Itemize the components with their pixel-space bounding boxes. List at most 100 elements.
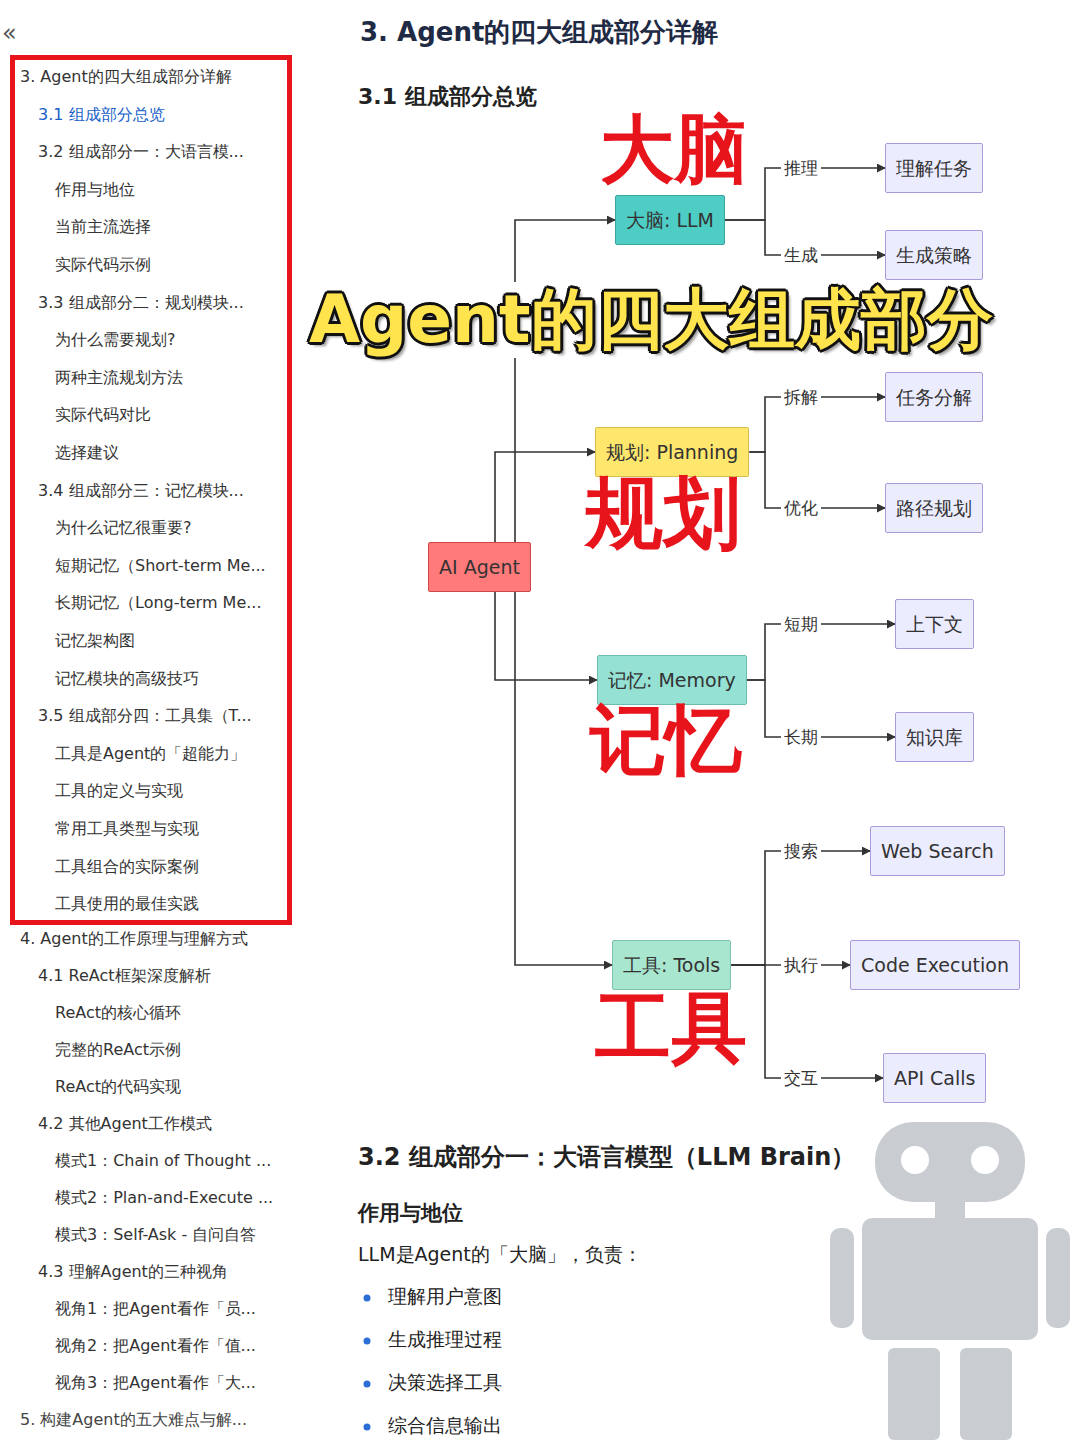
box-label: 理解任务	[896, 155, 972, 181]
toc-entry: 4. Agent的工作原理与理解方式	[20, 929, 248, 949]
mindmap-box: 任务分解	[885, 372, 983, 422]
page-title: 3. Agent的四大组成部分详解	[360, 16, 718, 49]
toc-entry: ReAct的代码实现	[55, 1077, 181, 1097]
toc-entry: 当前主流选择	[55, 216, 151, 238]
box-label: 路径规划	[896, 495, 972, 521]
toc-entry: 工具使用的最佳实践	[55, 893, 199, 915]
bullet-dot	[364, 1424, 371, 1431]
box-label: 工具: Tools	[623, 952, 720, 978]
edge-label: 生成	[781, 245, 821, 265]
robot-leg	[960, 1348, 1012, 1440]
overlay-callout: 规划	[585, 474, 741, 552]
robot-body	[862, 1218, 1038, 1340]
toc-entry: 记忆模块的高级技巧	[55, 668, 199, 690]
toc-entry: 长期记忆（Long-term Me...	[55, 592, 261, 614]
bullet-text: 决策选择工具	[388, 1371, 502, 1395]
connector	[495, 452, 595, 542]
edge-label: 搜索	[781, 841, 821, 861]
robot-figure	[830, 1122, 1070, 1440]
toc-entry: 实际代码示例	[55, 254, 151, 276]
toc-entry: 为什么记忆很重要?	[55, 517, 192, 539]
toc-entry: 为什么需要规划?	[55, 329, 176, 351]
box-label: 记忆: Memory	[608, 667, 736, 693]
toc-entry: 视角3：把Agent看作「大...	[55, 1373, 256, 1393]
overlay-callout: 大脑	[600, 112, 748, 186]
toc-entry: 两种主流规划方法	[55, 367, 183, 389]
box-label: 规划: Planning	[606, 439, 738, 465]
edge-label: 优化	[781, 498, 821, 518]
box-label: 生成策略	[896, 242, 972, 268]
sub-heading: 作用与地位	[358, 1200, 463, 1226]
toc-entry: 3.4 组成部分三：记忆模块...	[38, 480, 244, 502]
bullet-dot	[364, 1381, 371, 1388]
box-label: AI Agent	[439, 554, 520, 580]
edge-label: 拆解	[781, 387, 821, 407]
robot-eye	[971, 1146, 999, 1174]
robot-eye	[901, 1146, 929, 1174]
mindmap-box: AI Agent	[428, 542, 531, 592]
overlay-callout: 记忆	[590, 702, 742, 778]
toc-entry: 4.3 理解Agent的三种视角	[38, 1262, 228, 1282]
mindmap-box: 上下文	[895, 599, 974, 649]
robot-arm	[1046, 1228, 1070, 1328]
toc-entry: 视角2：把Agent看作「值...	[55, 1336, 256, 1356]
mindmap-box: Web Search	[870, 826, 1005, 876]
mindmap-box: 规划: Planning	[595, 427, 749, 477]
toc-entry: 完整的ReAct示例	[55, 1040, 181, 1060]
edge-label: 短期	[781, 614, 821, 634]
toc-entry: 实际代码对比	[55, 404, 151, 426]
banner-title: Agent的四大组成部分	[305, 282, 997, 358]
mindmap-box: 生成策略	[885, 230, 983, 280]
box-label: Code Execution	[861, 952, 1009, 978]
toc-entry: 4.2 其他Agent工作模式	[38, 1114, 212, 1134]
toc-entry: 3.1 组成部分总览	[38, 104, 165, 126]
toc-entry: 3. Agent的四大组成部分详解	[20, 66, 232, 88]
bullet-dot	[364, 1338, 371, 1345]
toc-entry: 3.2 组成部分一：大语言模...	[38, 141, 244, 163]
box-label: 上下文	[906, 611, 963, 637]
toc-entry: 工具的定义与实现	[55, 780, 183, 802]
bullet-text: 生成推理过程	[388, 1328, 502, 1352]
toc-entry: 5. 构建Agent的五大难点与解...	[20, 1410, 247, 1430]
toc-entry: 常用工具类型与实现	[55, 818, 199, 840]
mindmap-box: 知识库	[895, 712, 974, 762]
edge-label: 执行	[781, 955, 821, 975]
edge-label: 交互	[781, 1068, 821, 1088]
connector	[495, 592, 597, 680]
box-label: 知识库	[906, 724, 963, 750]
collapse-icon: «	[2, 18, 17, 48]
bullet-dot	[364, 1295, 371, 1302]
mindmap-box: 理解任务	[885, 143, 983, 193]
toc-entry: 模式3：Self-Ask - 自问自答	[55, 1225, 256, 1245]
robot-head	[875, 1122, 1025, 1202]
mindmap-box: 记忆: Memory	[597, 655, 747, 705]
toc-entry: 视角1：把Agent看作「员...	[55, 1299, 256, 1319]
connector	[515, 592, 612, 965]
outline-panel: 3. Agent的四大组成部分详解 3.1 组成部分总览 3.2 组成部分一：大语言…	[10, 55, 292, 925]
edge-label: 推理	[781, 158, 821, 178]
body-text: LLM是Agent的「大脑」，负责：	[358, 1243, 642, 1267]
toc-entry: 模式1：Chain of Thought ...	[55, 1151, 271, 1171]
box-label: 大脑: LLM	[626, 207, 714, 233]
toc-entry: 3.5 组成部分四：工具集（T...	[38, 705, 252, 727]
toc-entry: 4.1 ReAct框架深度解析	[38, 966, 211, 986]
mindmap-box: 路径规划	[885, 483, 983, 533]
edge-label: 长期	[781, 727, 821, 747]
robot-neck	[935, 1202, 965, 1218]
toc-entry: 模式2：Plan-and-Execute ...	[55, 1188, 273, 1208]
toc-entry: 选择建议	[55, 442, 119, 464]
toc-entry: 记忆架构图	[55, 630, 135, 652]
box-label: API Calls	[894, 1065, 975, 1091]
toc-entry: 短期记忆（Short-term Me...	[55, 555, 266, 577]
section-heading: 3.2 组成部分一：大语言模型（LLM Brain）	[358, 1142, 855, 1172]
section-heading: 3.1 组成部分总览	[358, 83, 537, 111]
box-label: Web Search	[881, 838, 994, 864]
toc-entry: 作用与地位	[55, 179, 135, 201]
mindmap-box: 大脑: LLM	[615, 195, 725, 245]
robot-arm	[830, 1228, 854, 1328]
bullet-dots	[364, 1295, 371, 1431]
toc-entry: 工具是Agent的「超能力」	[55, 743, 246, 765]
overlay-callout: 工具	[595, 990, 747, 1066]
bullet-text: 理解用户意图	[388, 1285, 502, 1309]
bullet-text: 综合信息输出	[388, 1414, 502, 1438]
